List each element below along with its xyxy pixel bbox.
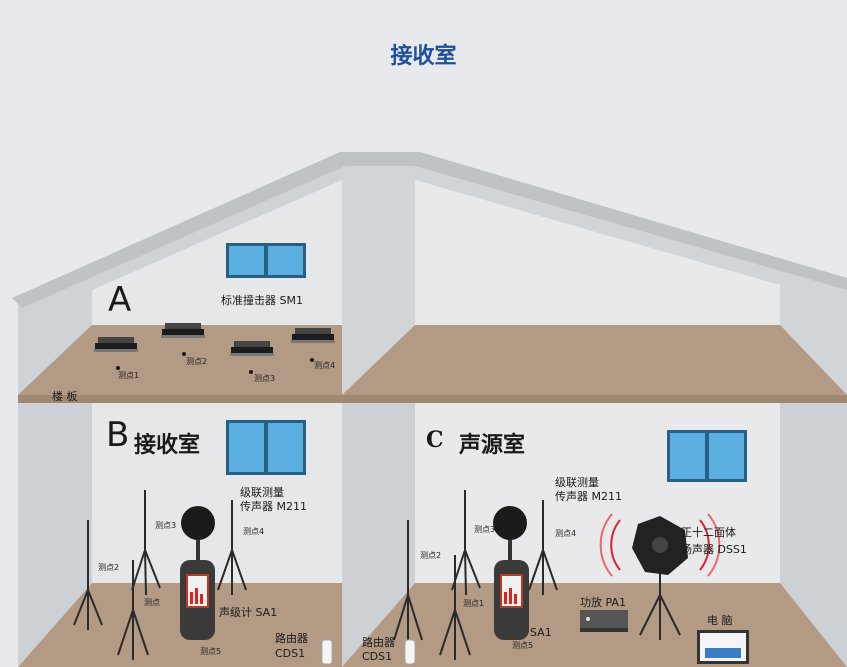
amplifier-icon bbox=[580, 610, 628, 632]
room-a-point-3: 测点3 bbox=[254, 374, 276, 383]
point-dot bbox=[310, 358, 314, 362]
tripods-room-c bbox=[393, 490, 681, 660]
left-side-wall bbox=[18, 403, 92, 667]
room-c-router-label-2: CDS1 bbox=[362, 650, 393, 663]
room-b-name: 接收室 bbox=[134, 433, 201, 458]
room-a-letter: A bbox=[108, 280, 132, 320]
room-c-amp-label: 功放 PA1 bbox=[580, 596, 626, 609]
room-c-mic-label-1: 级联测量 bbox=[555, 476, 599, 489]
computer-icon bbox=[697, 630, 749, 664]
middle-wall bbox=[342, 403, 415, 667]
room-c-router-label-1: 路由器 bbox=[362, 636, 395, 649]
room-b-point-2: 测点2 bbox=[98, 563, 120, 572]
room-b-mic-label-1: 级联测量 bbox=[240, 486, 284, 499]
room-c-mic-label-2: 传声器 M211 bbox=[555, 490, 622, 503]
dodecahedron-speaker-icon bbox=[599, 513, 721, 577]
room-b-router-label-2: CDS1 bbox=[275, 647, 306, 660]
room-b-router-label-1: 路由器 bbox=[275, 632, 308, 645]
tapping-machine-1 bbox=[94, 337, 138, 352]
point-dot bbox=[182, 352, 186, 356]
room-c-point-3: 测点3 bbox=[474, 525, 496, 534]
point-dot bbox=[116, 366, 120, 370]
window-a bbox=[226, 243, 306, 278]
room-c-meter-label: SA1 bbox=[530, 626, 552, 639]
slab-edge bbox=[18, 395, 847, 403]
room-c-point-5: 测点5 bbox=[512, 641, 534, 650]
room-b-point-5: 测点5 bbox=[200, 647, 222, 656]
room-c-letter: C bbox=[426, 427, 444, 453]
room-b-point: 测点 bbox=[144, 598, 160, 607]
tripod-b2 bbox=[131, 490, 161, 596]
speaker-stand bbox=[508, 540, 512, 560]
tapping-machines bbox=[94, 323, 335, 374]
room-c-point-2: 测点2 bbox=[420, 551, 442, 560]
floor-slab-right bbox=[342, 325, 847, 395]
sound-level-meter-b-icon bbox=[180, 560, 215, 640]
tapping-machine-2 bbox=[161, 323, 205, 338]
room-b-mic-label-2: 传声器 M211 bbox=[240, 500, 307, 513]
room-b-point-4: 测点4 bbox=[243, 527, 265, 536]
room-a-point-4: 测点4 bbox=[314, 361, 336, 370]
room-c-speaker-label-1: 正十二面体 bbox=[681, 526, 736, 539]
point-dot bbox=[249, 370, 253, 374]
speaker-b-icon bbox=[181, 506, 215, 540]
tripods-room-b bbox=[73, 490, 247, 660]
tripod-b4 bbox=[217, 500, 247, 595]
room-a-point-1: 测点1 bbox=[118, 371, 140, 380]
room-a-point-2: 测点2 bbox=[186, 357, 208, 366]
tripod-c5 bbox=[639, 555, 681, 640]
room-c-point-4: 测点4 bbox=[555, 529, 577, 538]
router-c-icon bbox=[404, 639, 416, 665]
tapping-machine-3 bbox=[230, 341, 274, 356]
tripod-c1 bbox=[393, 520, 423, 645]
room-c-name: 声源室 bbox=[459, 433, 526, 458]
attic-back-wall-right bbox=[415, 180, 780, 330]
tapping-machine-4 bbox=[291, 328, 335, 343]
window-c bbox=[667, 430, 747, 482]
page-title: 接收室 bbox=[390, 44, 457, 69]
window-b bbox=[226, 420, 306, 475]
roof-edge bbox=[12, 152, 847, 308]
sound-level-meter-c-icon bbox=[494, 560, 529, 640]
floor-label: 楼 板 bbox=[52, 390, 78, 403]
room-b-meter-label: 声级计 SA1 bbox=[219, 606, 278, 619]
speaker-stand bbox=[196, 540, 200, 560]
room-b-point-3: 测点3 bbox=[155, 521, 177, 530]
tripod-c3 bbox=[439, 555, 471, 660]
room-c-speaker-label-2: 扬声器 DSS1 bbox=[681, 543, 747, 556]
tripod-c4 bbox=[528, 500, 558, 595]
room-c-computer-label: 电 脑 bbox=[707, 614, 733, 627]
speaker-c-icon bbox=[493, 506, 527, 540]
tripod-b1 bbox=[73, 520, 103, 630]
room-a-source-label: 标准撞击器 SM1 bbox=[221, 294, 303, 307]
attic-back-wall bbox=[92, 180, 342, 330]
tripod-b3 bbox=[117, 560, 149, 660]
room-c-point-1: 测点1 bbox=[463, 599, 485, 608]
right-side-wall bbox=[780, 403, 847, 667]
room-b-letter: B bbox=[106, 415, 130, 455]
router-b-icon bbox=[321, 639, 333, 665]
